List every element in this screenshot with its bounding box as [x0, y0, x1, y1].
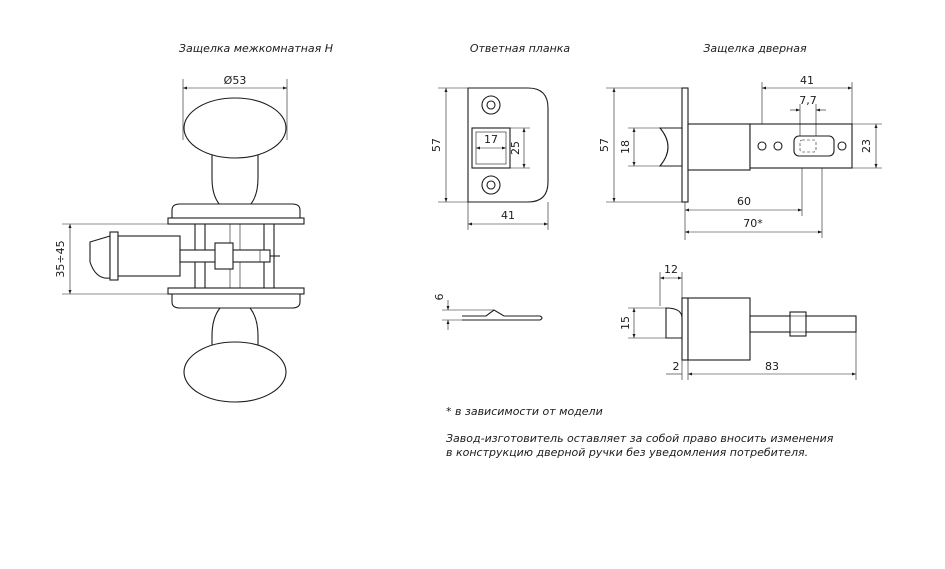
- title-latch-interior: Защелка межкомнатная Н: [179, 42, 333, 55]
- dim-side-bolt-projection: 12: [664, 263, 678, 276]
- dim-strike-window-width: 17: [484, 133, 498, 146]
- dim-latch-faceplate-height: 57: [598, 138, 611, 152]
- dim-door-thickness: 35÷45: [54, 240, 67, 277]
- dim-latch-backset-alt: 70*: [743, 217, 763, 230]
- knob-assembly-view: Ø53 35÷45: [54, 74, 305, 403]
- dim-side-bolt-height: 15: [619, 316, 632, 330]
- top-rose: [171, 203, 301, 219]
- strike-plate-outline: [467, 87, 549, 203]
- latch-bolt: [89, 235, 111, 279]
- disclaimer-line-1: Завод-изготовитель оставляет за собой пр…: [446, 432, 834, 445]
- screw-hole-top: [481, 95, 501, 115]
- screw-hole-bottom: [481, 175, 501, 195]
- title-latch-door: Защелка дверная: [703, 42, 807, 55]
- disclaimer-line-2: в конструкцию дверной ручки без уведомле…: [446, 446, 808, 459]
- footnote: * в зависимости от модели: [446, 405, 603, 418]
- bottom-rose: [171, 293, 301, 309]
- latch-spindle-slot: [793, 135, 835, 157]
- dim-latch-backset: 60: [737, 195, 751, 208]
- latch-front-view: 12 15 2 83: [619, 263, 857, 380]
- dim-side-plate-thickness: 2: [673, 360, 680, 373]
- dim-latch-bolt-height: 18: [619, 140, 632, 154]
- latch-case: [687, 123, 751, 171]
- dim-strike-height: 57: [430, 138, 443, 152]
- dim-knob-diameter: Ø53: [224, 74, 247, 87]
- latch-body: [117, 235, 181, 277]
- latch-bolt-head: [658, 127, 683, 167]
- dim-latch-tail-length: 41: [800, 74, 814, 87]
- dim-latch-slot: 7,7: [799, 94, 817, 107]
- latch-faceplate: [681, 87, 689, 203]
- dim-side-total-length: 83: [765, 360, 779, 373]
- dim-strike-window-height: 25: [509, 141, 522, 155]
- dim-latch-tail-height: 23: [860, 139, 873, 153]
- strike-plate-view: 57 17 25 41 6: [430, 87, 549, 330]
- bottom-knob: [183, 341, 287, 403]
- top-knob: [183, 97, 287, 159]
- strike-profile: [462, 309, 543, 321]
- dim-strike-width: 41: [501, 209, 515, 222]
- strike-window: [471, 127, 511, 169]
- dim-strike-profile: 6: [433, 294, 446, 301]
- latch-side-view: 57 18 41 7,7 23 60 70*: [598, 74, 882, 240]
- title-strike-plate: Ответная планка: [470, 42, 571, 55]
